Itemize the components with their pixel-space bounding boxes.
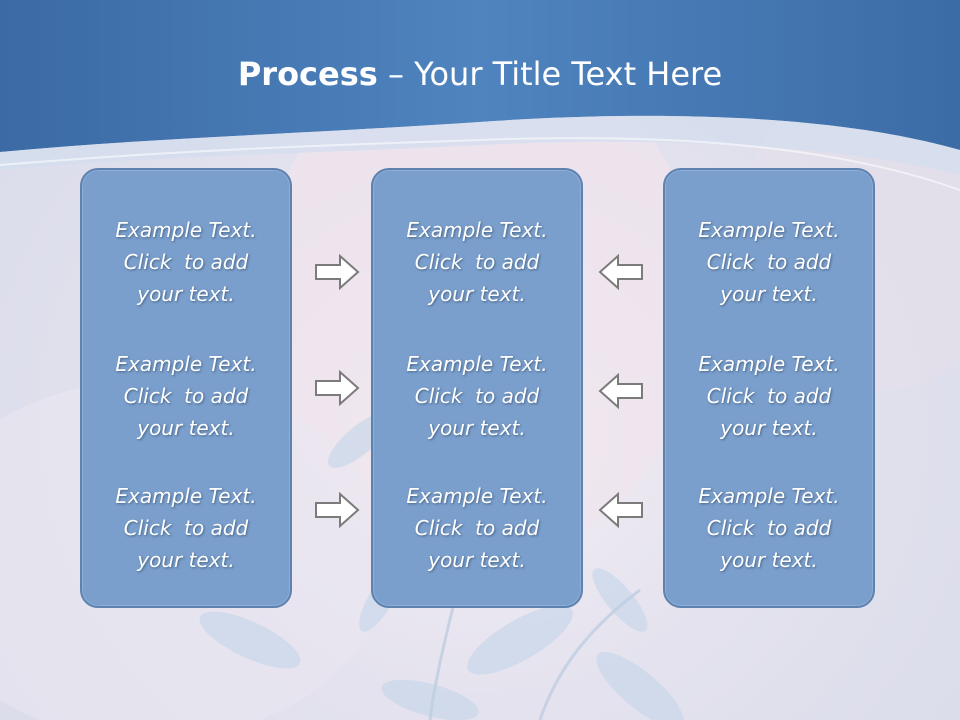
- left-arrow-icon: [598, 253, 643, 291]
- panel-item[interactable]: Example Text. Click to add your text.: [665, 480, 873, 576]
- item-line: Click to add: [706, 384, 832, 408]
- item-line: Example Text.: [115, 352, 257, 376]
- item-line: Click to add: [706, 250, 832, 274]
- item-line: Click to add: [123, 250, 249, 274]
- right-arrow-icon: [315, 253, 360, 291]
- slide-title[interactable]: Process – Your Title Text Here: [0, 52, 960, 96]
- panel-item[interactable]: Example Text. Click to add your text.: [665, 348, 873, 444]
- item-line: your text.: [428, 416, 526, 440]
- item-line: Example Text.: [698, 352, 840, 376]
- panel-item[interactable]: Example Text. Click to add your text.: [373, 214, 581, 310]
- panel-item[interactable]: Example Text. Click to add your text.: [82, 214, 290, 310]
- center-panel[interactable]: Example Text. Click to add your text. Ex…: [371, 168, 583, 608]
- panel-item[interactable]: Example Text. Click to add your text.: [373, 348, 581, 444]
- right-arrow-icon: [315, 491, 360, 529]
- panel-item[interactable]: Example Text. Click to add your text.: [82, 348, 290, 444]
- item-line: your text.: [720, 548, 818, 572]
- item-line: your text.: [428, 282, 526, 306]
- item-line: your text.: [137, 282, 235, 306]
- title-bold: Process: [237, 55, 378, 93]
- item-line: Example Text.: [406, 352, 548, 376]
- item-line: your text.: [137, 416, 235, 440]
- item-line: Click to add: [414, 250, 540, 274]
- item-line: your text.: [720, 282, 818, 306]
- item-line: Example Text.: [406, 218, 548, 242]
- item-line: Click to add: [414, 384, 540, 408]
- item-line: Click to add: [123, 384, 249, 408]
- item-line: Example Text.: [406, 484, 548, 508]
- item-line: Example Text.: [115, 218, 257, 242]
- item-line: Click to add: [706, 516, 832, 540]
- panel-item[interactable]: Example Text. Click to add your text.: [665, 214, 873, 310]
- item-line: Example Text.: [698, 218, 840, 242]
- item-line: your text.: [720, 416, 818, 440]
- right-arrow-icon: [315, 369, 360, 407]
- item-line: your text.: [428, 548, 526, 572]
- panel-item[interactable]: Example Text. Click to add your text.: [82, 480, 290, 576]
- left-arrow-icon: [598, 491, 643, 529]
- left-arrow-icon: [598, 372, 643, 410]
- right-panel[interactable]: Example Text. Click to add your text. Ex…: [663, 168, 875, 608]
- title-rest: – Your Title Text Here: [377, 55, 723, 93]
- item-line: Click to add: [414, 516, 540, 540]
- item-line: Example Text.: [115, 484, 257, 508]
- item-line: your text.: [137, 548, 235, 572]
- panel-item[interactable]: Example Text. Click to add your text.: [373, 480, 581, 576]
- left-panel[interactable]: Example Text. Click to add your text. Ex…: [80, 168, 292, 608]
- item-line: Click to add: [123, 516, 249, 540]
- item-line: Example Text.: [698, 484, 840, 508]
